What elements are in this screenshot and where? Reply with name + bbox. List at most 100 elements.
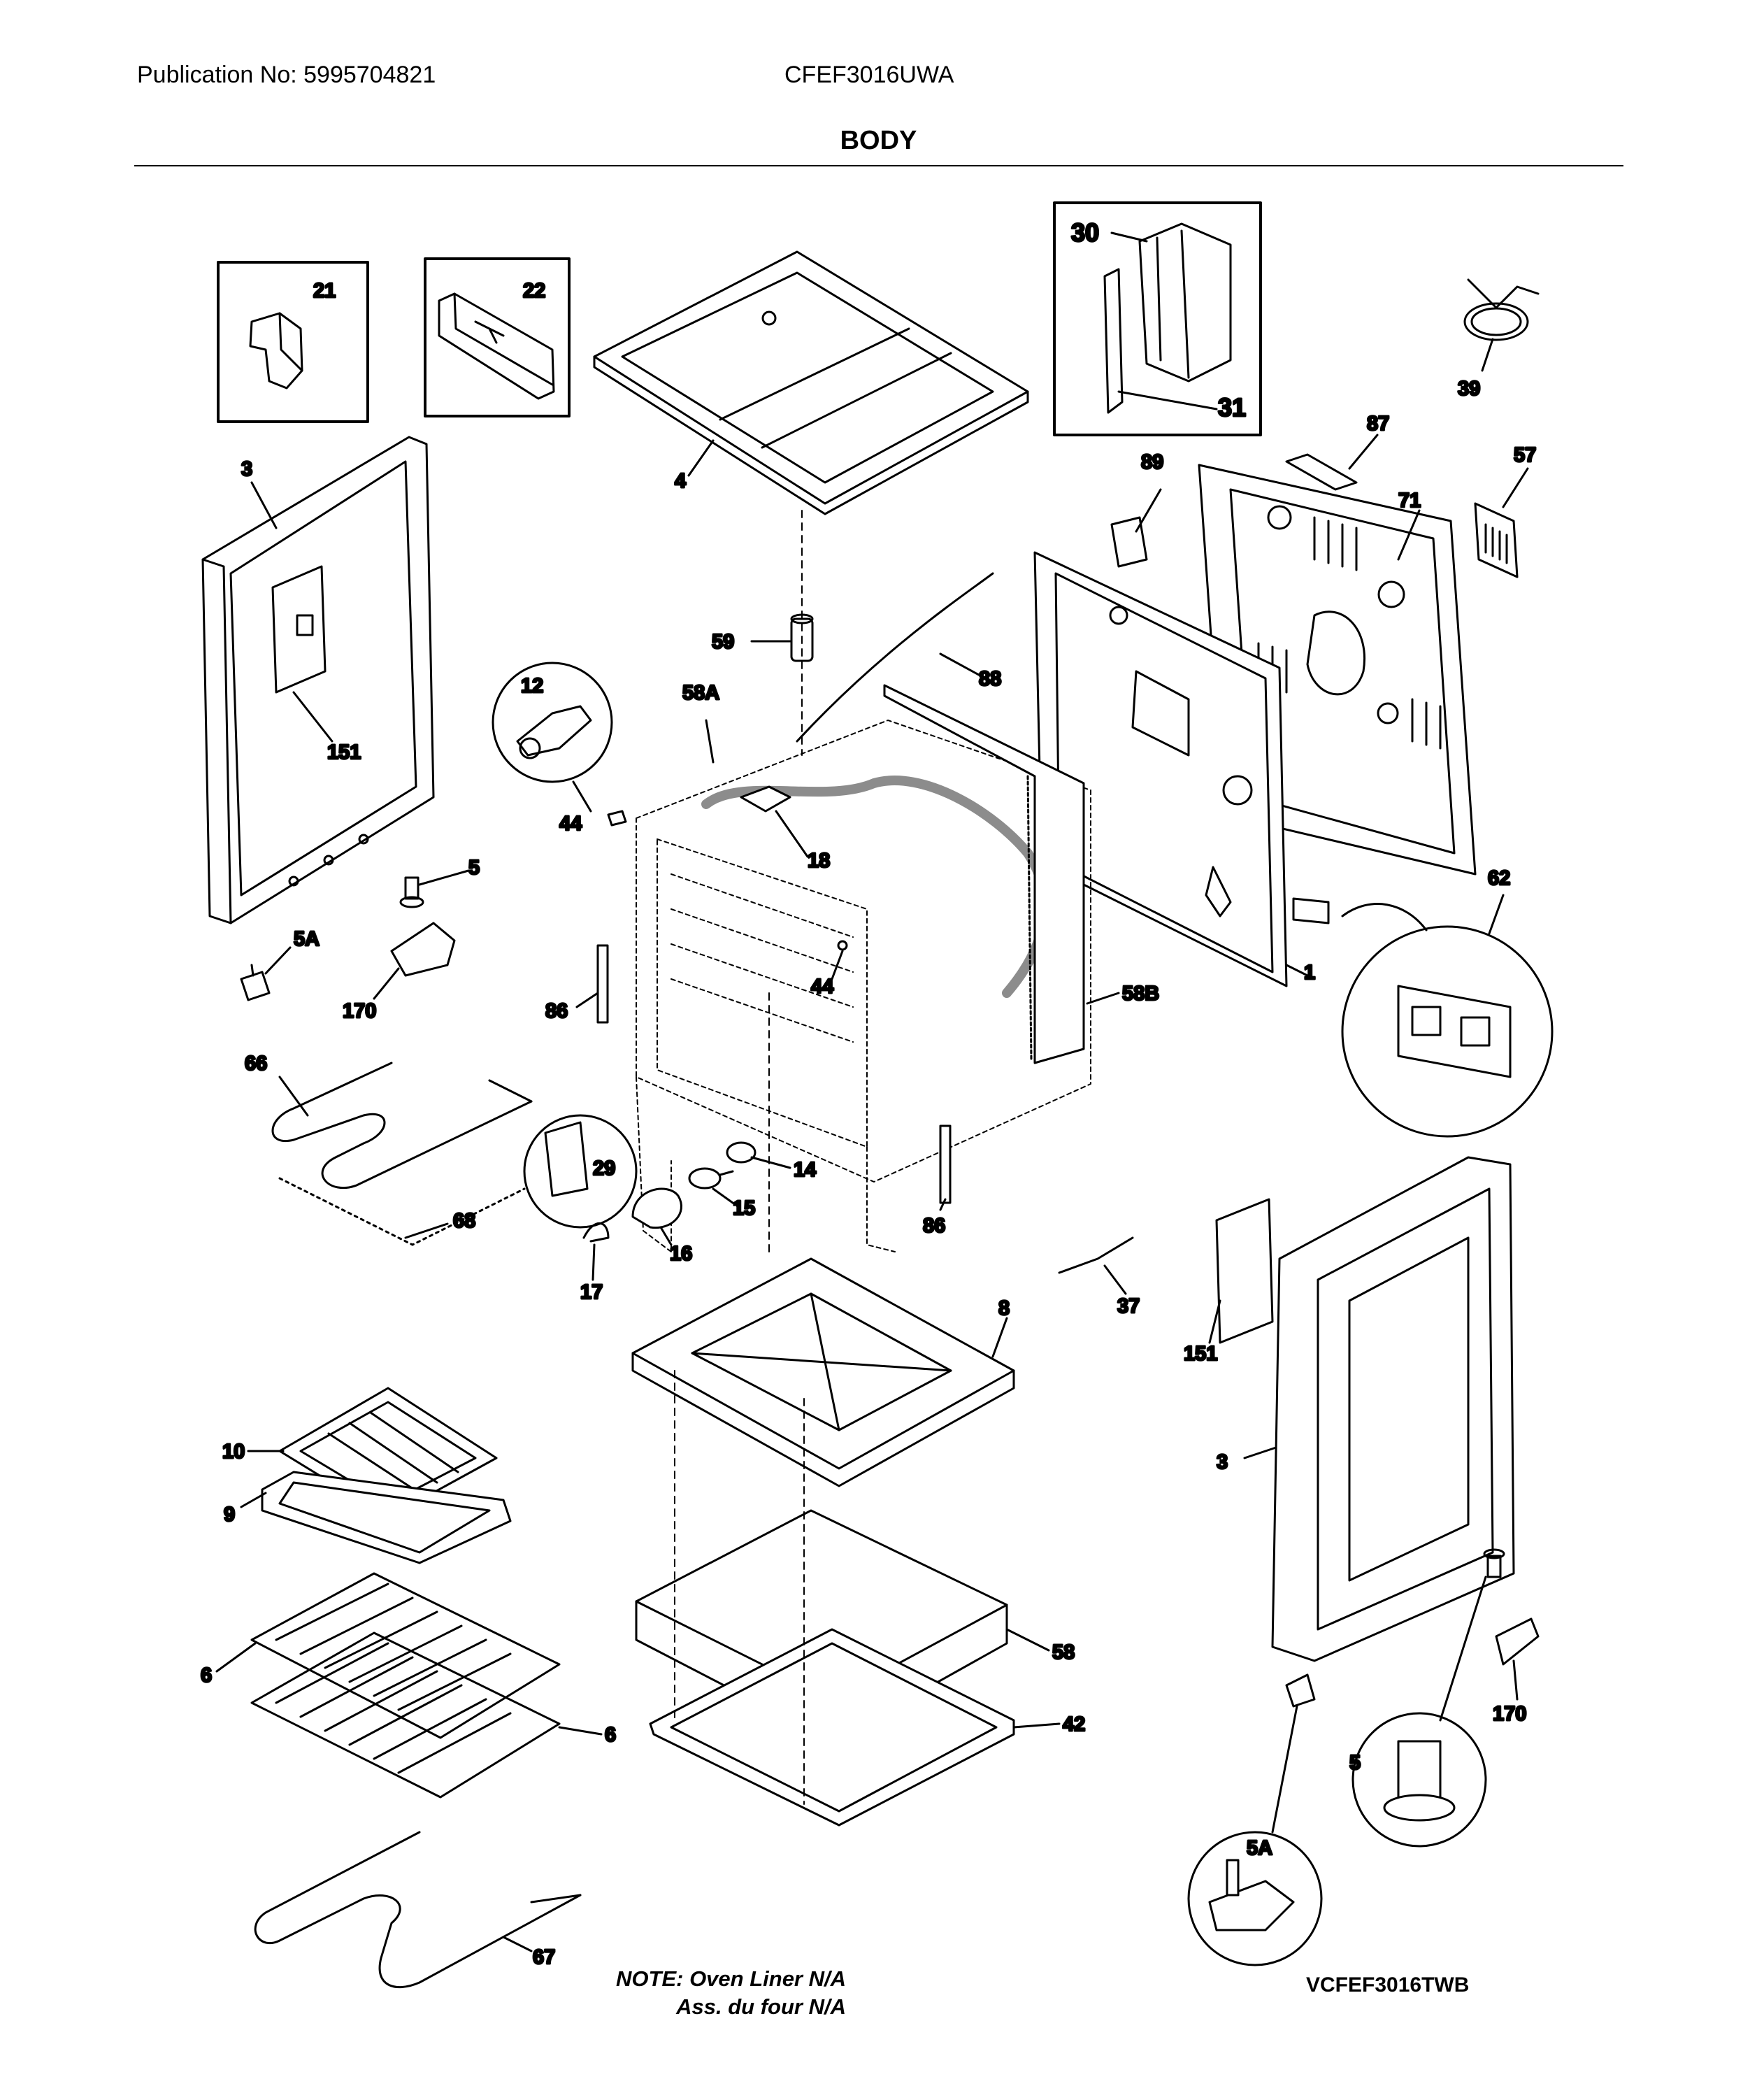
leader-170-right (1512, 1659, 1519, 1701)
part-37-probe (1058, 1236, 1134, 1274)
leader-86-left (575, 992, 599, 1008)
part-15-bulb (688, 1167, 734, 1190)
part-58A-insulation-blanket (701, 776, 1049, 998)
leader-58A (705, 719, 715, 764)
leader-5-left (418, 869, 470, 886)
part-30-insulation (1138, 222, 1232, 383)
callout-66: 66 (245, 1052, 267, 1075)
publication-number: Publication No: 5995704821 (137, 62, 436, 88)
part-57-vent-cover (1474, 502, 1519, 578)
leader-18 (775, 810, 809, 858)
part-170-bracket-left (390, 922, 456, 977)
callout-5A-left: 5A (294, 928, 320, 950)
inset-box-22 (424, 257, 571, 417)
part-31-bracket (1103, 268, 1124, 414)
leader-42 (1012, 1722, 1061, 1729)
part-88-wire (796, 572, 994, 743)
leader-3-left (250, 481, 278, 529)
callout-18: 18 (808, 850, 830, 872)
leader-44-b (831, 950, 844, 980)
leader-57 (1502, 467, 1529, 508)
leader-6-a (215, 1642, 257, 1673)
callout-12: 12 (521, 675, 543, 697)
callout-5A-right: 5A (1247, 1837, 1272, 1859)
part-8-oven-bottom (631, 1257, 1015, 1487)
callout-86-right: 86 (923, 1215, 945, 1237)
note-line-1: NOTE: Oven Liner N/A (616, 1966, 846, 1991)
part-3-side-panel-right (1271, 1156, 1515, 1662)
callout-3-left: 3 (241, 458, 252, 480)
note-line-2: Ass. du four N/A (676, 1994, 846, 2019)
part-68-shield (278, 1177, 526, 1246)
part-39-power-cord (1463, 278, 1540, 341)
part-66-broil-element (271, 1062, 533, 1190)
part-1-rear-frame (1033, 551, 1288, 987)
leader-5A-right (1271, 1705, 1298, 1834)
leader-151-left (292, 691, 334, 743)
detail-circle-12 (492, 662, 613, 783)
leader-12 (572, 780, 592, 813)
drawing-code: VCFEF3016TWB (1306, 1973, 1470, 1997)
part-151-bracket-left (271, 565, 327, 694)
part-4-top-panel (593, 250, 1029, 515)
detail-circle-5A (1187, 1831, 1323, 1966)
callout-5-right: 5 (1349, 1752, 1361, 1774)
callout-17: 17 (580, 1281, 603, 1303)
part-12-thermostat (516, 705, 592, 759)
part-62-terminal-block (1292, 897, 1512, 1078)
callout-170-left: 170 (343, 1000, 376, 1022)
leader-86-right (939, 1198, 947, 1211)
part-87-plate (1285, 453, 1358, 491)
leader-37 (1103, 1264, 1127, 1295)
callout-6-a: 6 (201, 1664, 212, 1687)
model-number: CFEF3016UWA (784, 62, 954, 88)
part-67-bake-element (254, 1831, 582, 1989)
leader-151-right (1208, 1299, 1221, 1344)
callout-58A: 58A (682, 682, 719, 704)
callout-30: 30 (1071, 218, 1099, 247)
callout-10: 10 (222, 1441, 245, 1463)
callout-9: 9 (224, 1503, 235, 1526)
callout-71: 71 (1398, 490, 1421, 512)
leader-30 (1110, 231, 1148, 243)
callout-57: 57 (1514, 444, 1536, 466)
leader-88 (939, 652, 980, 676)
leader-15 (712, 1187, 739, 1208)
callout-87: 87 (1367, 413, 1389, 435)
assembly-lines (674, 992, 805, 1805)
leader-58 (1005, 1628, 1050, 1652)
leader-14 (750, 1156, 791, 1169)
callout-68: 68 (453, 1210, 475, 1232)
callout-29: 29 (593, 1157, 615, 1180)
part-5A-leg-base-detail (1208, 1859, 1295, 1931)
part-170-bracket-right (1495, 1617, 1540, 1666)
inset-box-30-31 (1053, 201, 1262, 436)
leader-89 (1135, 488, 1162, 533)
part-21-bracket (249, 312, 303, 390)
callout-44-a: 44 (559, 813, 582, 835)
part-5-leveling-leg-right (1483, 1548, 1505, 1578)
leader-1 (1285, 964, 1309, 977)
part-5-leveling-leg-left (399, 876, 424, 908)
callout-89: 89 (1141, 451, 1163, 473)
leader-71 (1397, 509, 1421, 561)
detail-circle-62 (1341, 925, 1554, 1138)
section-title: BODY (840, 126, 917, 155)
part-44-screw-b (837, 940, 848, 951)
callout-8: 8 (998, 1297, 1010, 1320)
leader-31 (1117, 390, 1218, 410)
callout-6-b: 6 (605, 1724, 616, 1746)
leader-170-left (373, 967, 400, 1000)
part-29-light-socket (544, 1121, 589, 1197)
callout-21: 21 (313, 280, 336, 302)
leader-9 (240, 1492, 267, 1508)
part-151-bracket-right (1215, 1198, 1274, 1344)
leader-6-b (558, 1726, 603, 1736)
leader-5-right (1439, 1576, 1487, 1722)
leader-67 (502, 1936, 533, 1952)
part-17-wire-clip (582, 1222, 610, 1243)
part-6-oven-rack-a (250, 1572, 561, 1739)
part-42-bottom-tray (649, 1628, 1015, 1827)
callout-14: 14 (794, 1159, 816, 1181)
leader-3-right (1243, 1446, 1277, 1459)
